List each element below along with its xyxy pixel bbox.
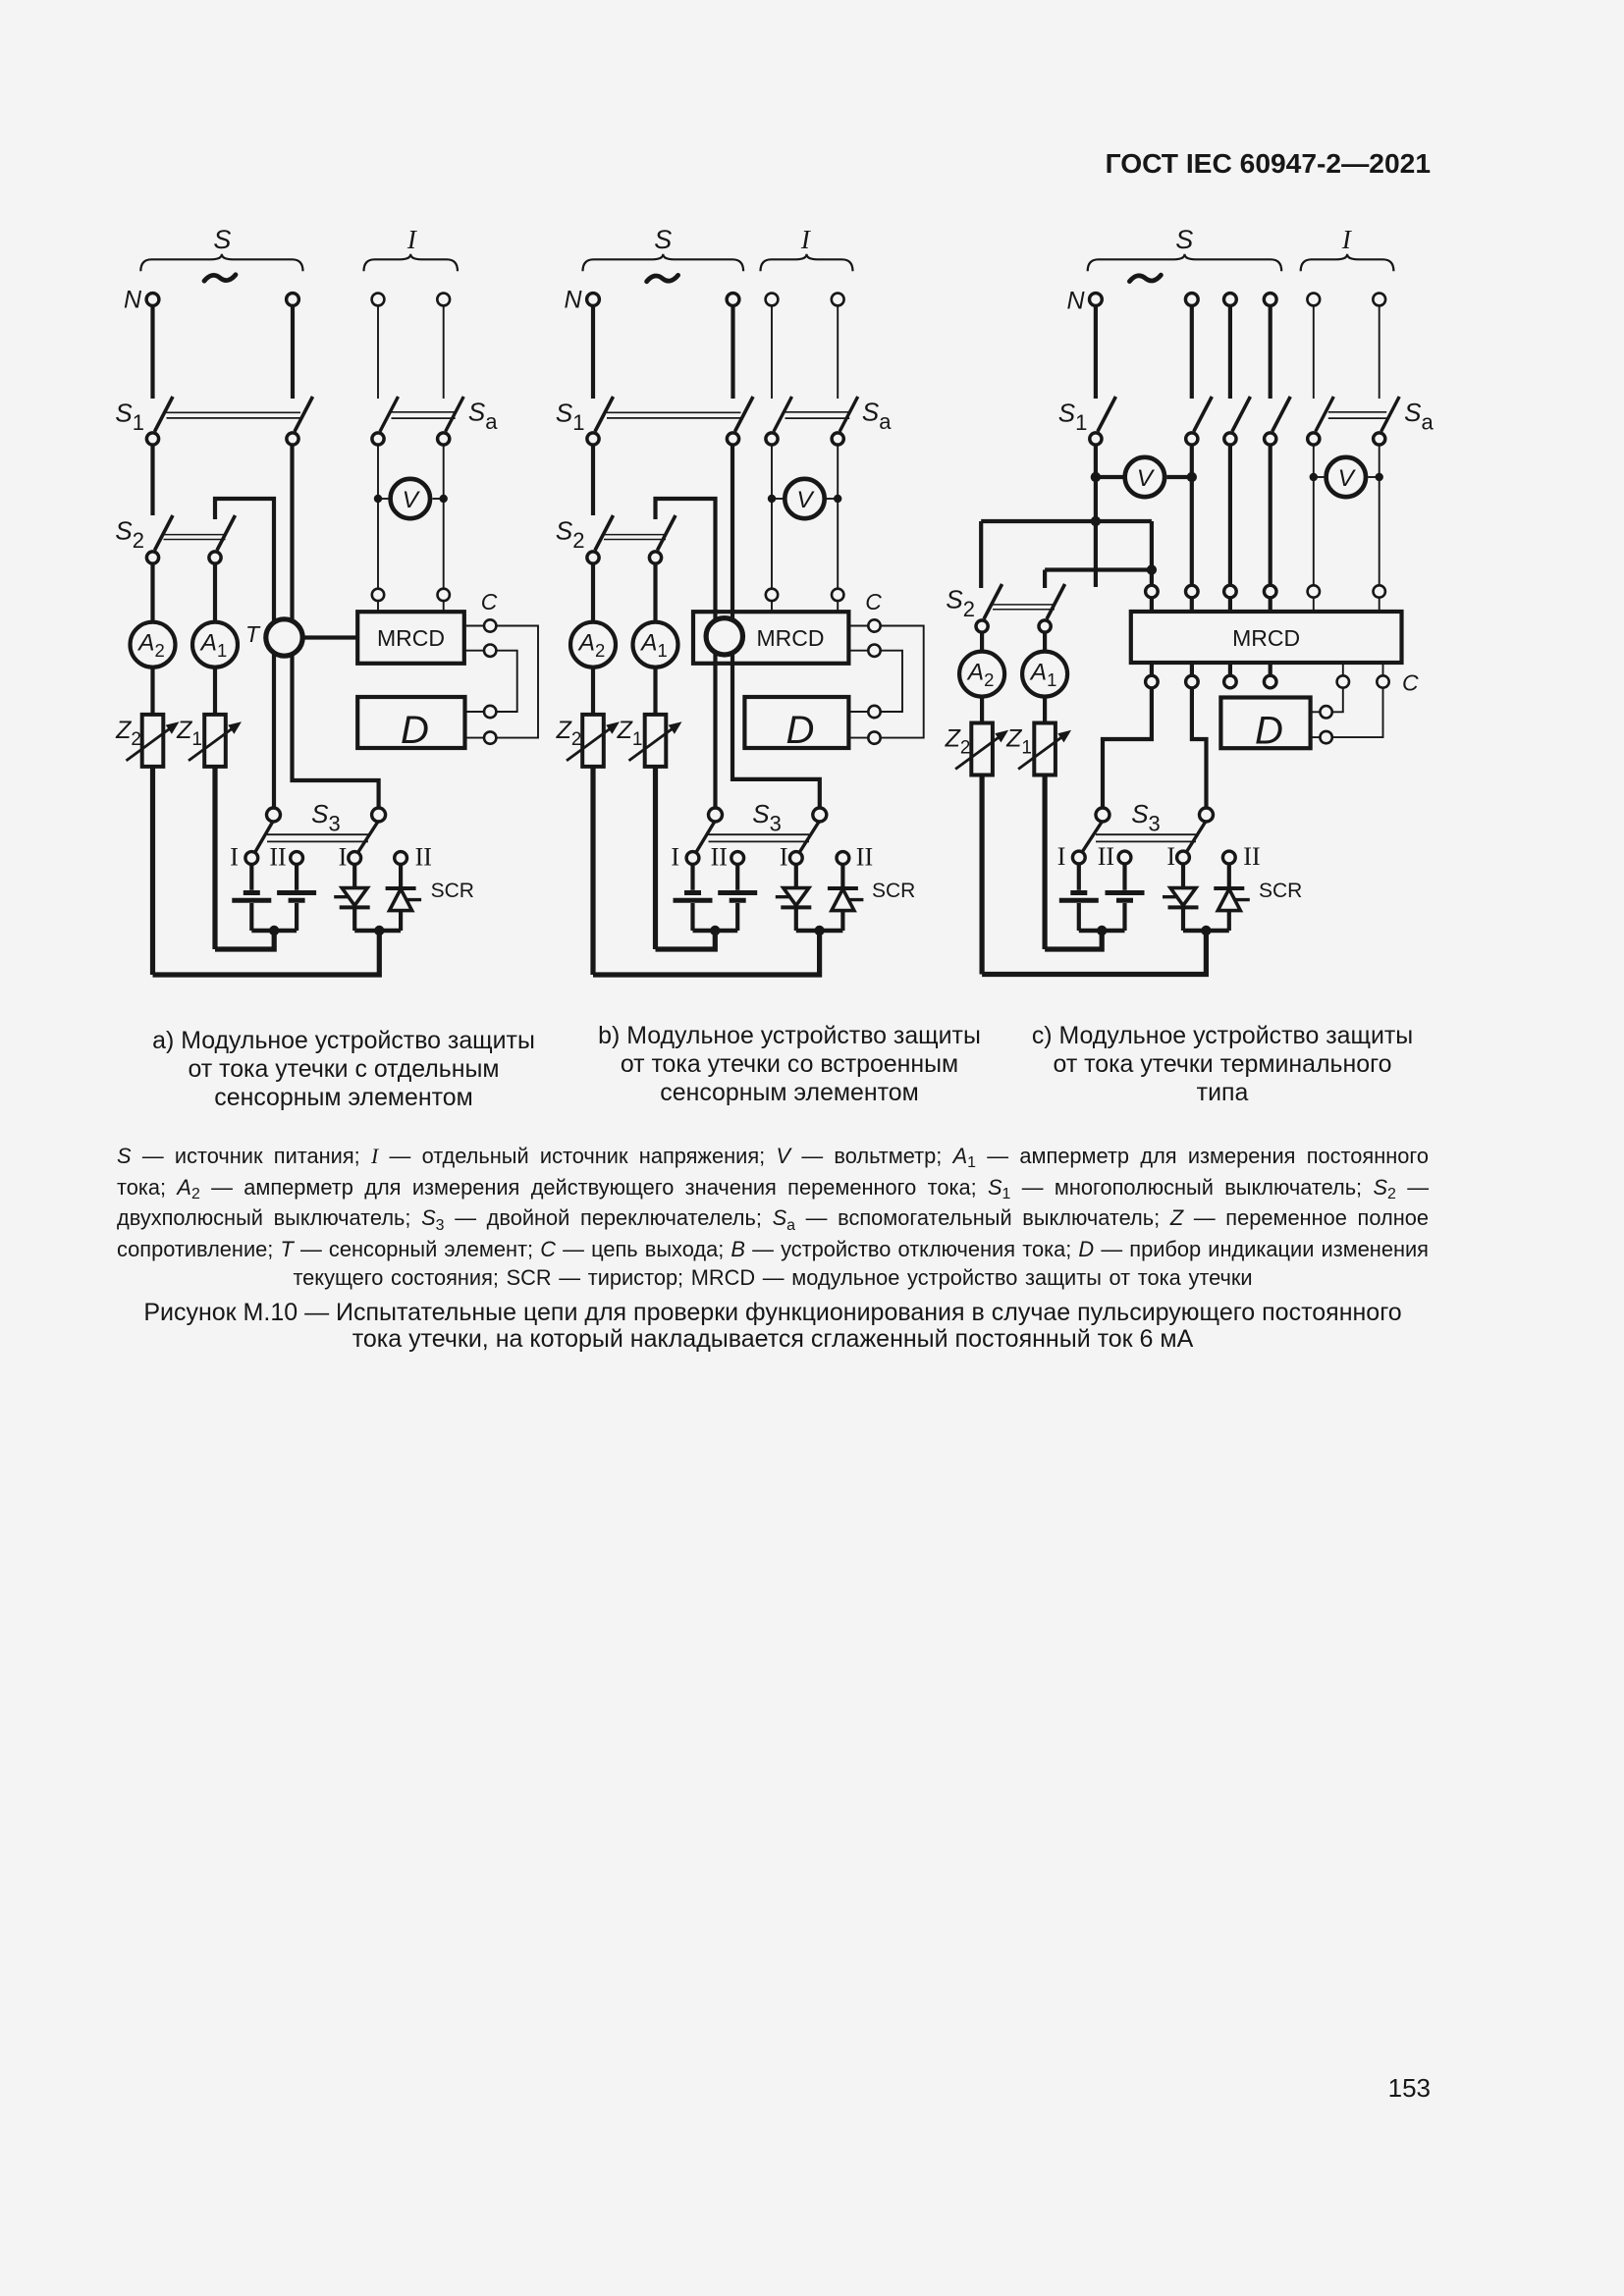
svg-text:I: I bbox=[800, 225, 812, 254]
svg-text:S2: S2 bbox=[556, 516, 585, 554]
svg-text:C: C bbox=[865, 589, 882, 614]
svg-text:II: II bbox=[1098, 842, 1114, 871]
svg-text:N: N bbox=[564, 287, 582, 314]
svg-text:II: II bbox=[269, 843, 286, 872]
svg-text:Sa: Sa bbox=[1404, 398, 1434, 435]
svg-text:Z1: Z1 bbox=[176, 717, 202, 750]
svg-text:S: S bbox=[213, 225, 231, 254]
svg-text:MRCD: MRCD bbox=[377, 625, 445, 651]
svg-text:S3: S3 bbox=[1131, 799, 1161, 836]
svg-text:S2: S2 bbox=[115, 516, 144, 554]
svg-text:V: V bbox=[1338, 465, 1357, 492]
svg-text:II: II bbox=[856, 843, 873, 872]
svg-text:I: I bbox=[1166, 842, 1175, 871]
svg-text:II: II bbox=[1243, 842, 1260, 871]
svg-text:SCR: SCR bbox=[872, 880, 915, 902]
svg-text:I: I bbox=[339, 843, 348, 872]
svg-text:C: C bbox=[1402, 670, 1419, 696]
svg-text:I: I bbox=[671, 843, 679, 872]
svg-text:Z2: Z2 bbox=[115, 717, 141, 750]
svg-text:T: T bbox=[245, 621, 261, 647]
svg-text:D: D bbox=[401, 709, 429, 752]
svg-text:N: N bbox=[1066, 288, 1085, 315]
svg-text:Sa: Sa bbox=[862, 398, 892, 435]
svg-text:MRCD: MRCD bbox=[1232, 625, 1300, 651]
svg-text:I: I bbox=[1057, 842, 1066, 871]
svg-text:C: C bbox=[481, 589, 498, 614]
svg-text:Z1: Z1 bbox=[1005, 725, 1032, 759]
svg-text:Z2: Z2 bbox=[945, 725, 971, 759]
svg-text:I: I bbox=[406, 225, 418, 254]
svg-text:Z2: Z2 bbox=[556, 717, 582, 750]
svg-text:N: N bbox=[124, 287, 142, 314]
svg-text:V: V bbox=[1137, 465, 1156, 492]
svg-text:V: V bbox=[403, 487, 421, 513]
svg-text:S1: S1 bbox=[556, 399, 585, 436]
svg-text:S2: S2 bbox=[946, 585, 975, 622]
svg-text:I: I bbox=[1341, 225, 1353, 254]
svg-text:D: D bbox=[1255, 710, 1283, 753]
svg-text:S: S bbox=[654, 225, 672, 254]
svg-text:S3: S3 bbox=[752, 799, 782, 836]
svg-text:S: S bbox=[1175, 225, 1193, 254]
svg-text:S3: S3 bbox=[311, 799, 341, 836]
svg-text:V: V bbox=[796, 487, 815, 513]
svg-text:SCR: SCR bbox=[431, 880, 474, 902]
svg-text:MRCD: MRCD bbox=[757, 625, 825, 651]
svg-text:SCR: SCR bbox=[1259, 880, 1302, 902]
svg-text:I: I bbox=[780, 843, 788, 872]
svg-text:I: I bbox=[230, 843, 239, 872]
svg-text:Z1: Z1 bbox=[617, 717, 643, 750]
svg-text:S1: S1 bbox=[115, 399, 144, 436]
svg-text:D: D bbox=[785, 709, 814, 752]
svg-text:II: II bbox=[415, 843, 432, 872]
svg-text:Sa: Sa bbox=[468, 398, 498, 435]
svg-text:II: II bbox=[711, 843, 728, 872]
svg-text:S1: S1 bbox=[1058, 399, 1088, 436]
